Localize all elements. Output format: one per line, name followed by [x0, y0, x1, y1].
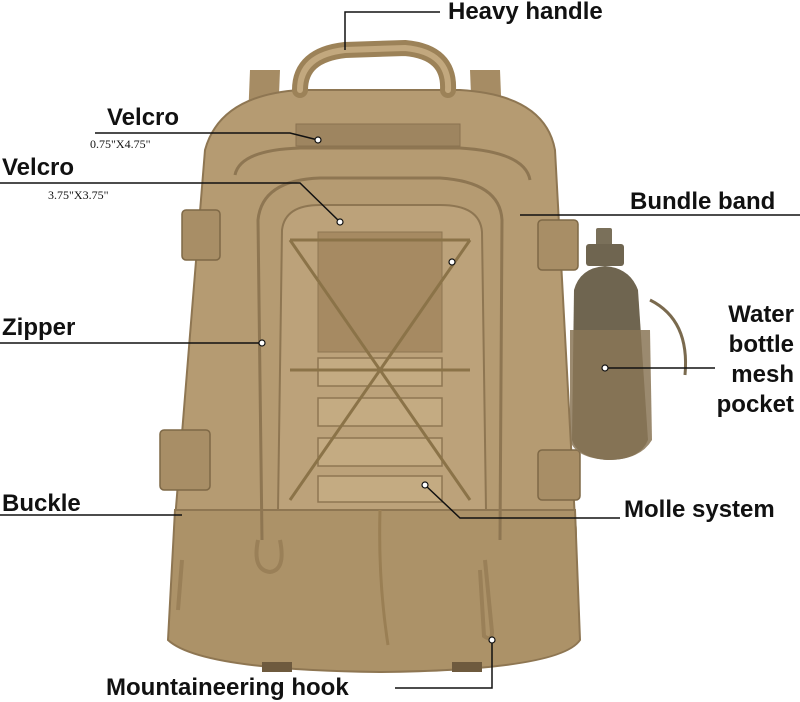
label-zipper: Zipper [2, 314, 76, 341]
label-velcro-top: Velcro [107, 104, 180, 131]
label-heavy-handle: Heavy handle [448, 0, 603, 25]
label-water-bottle-mesh-pocket: Water bottle mesh pocket [716, 301, 794, 418]
label-molle-system: Molle system [624, 496, 775, 523]
label-buckle: Buckle [2, 490, 81, 517]
leader-lines [0, 11, 800, 689]
label-bundle-band: Bundle band [630, 188, 776, 215]
expansion-section [166, 509, 582, 674]
water-bottle [570, 228, 688, 460]
label-velcro-front-size: 3.75"X3.75" [48, 188, 109, 202]
label-velcro-front: Velcro [2, 154, 75, 181]
label-velcro-top-size: 0.75"X4.75" [90, 137, 151, 151]
label-mountaineering-hook: Mountaineering hook [106, 674, 349, 701]
